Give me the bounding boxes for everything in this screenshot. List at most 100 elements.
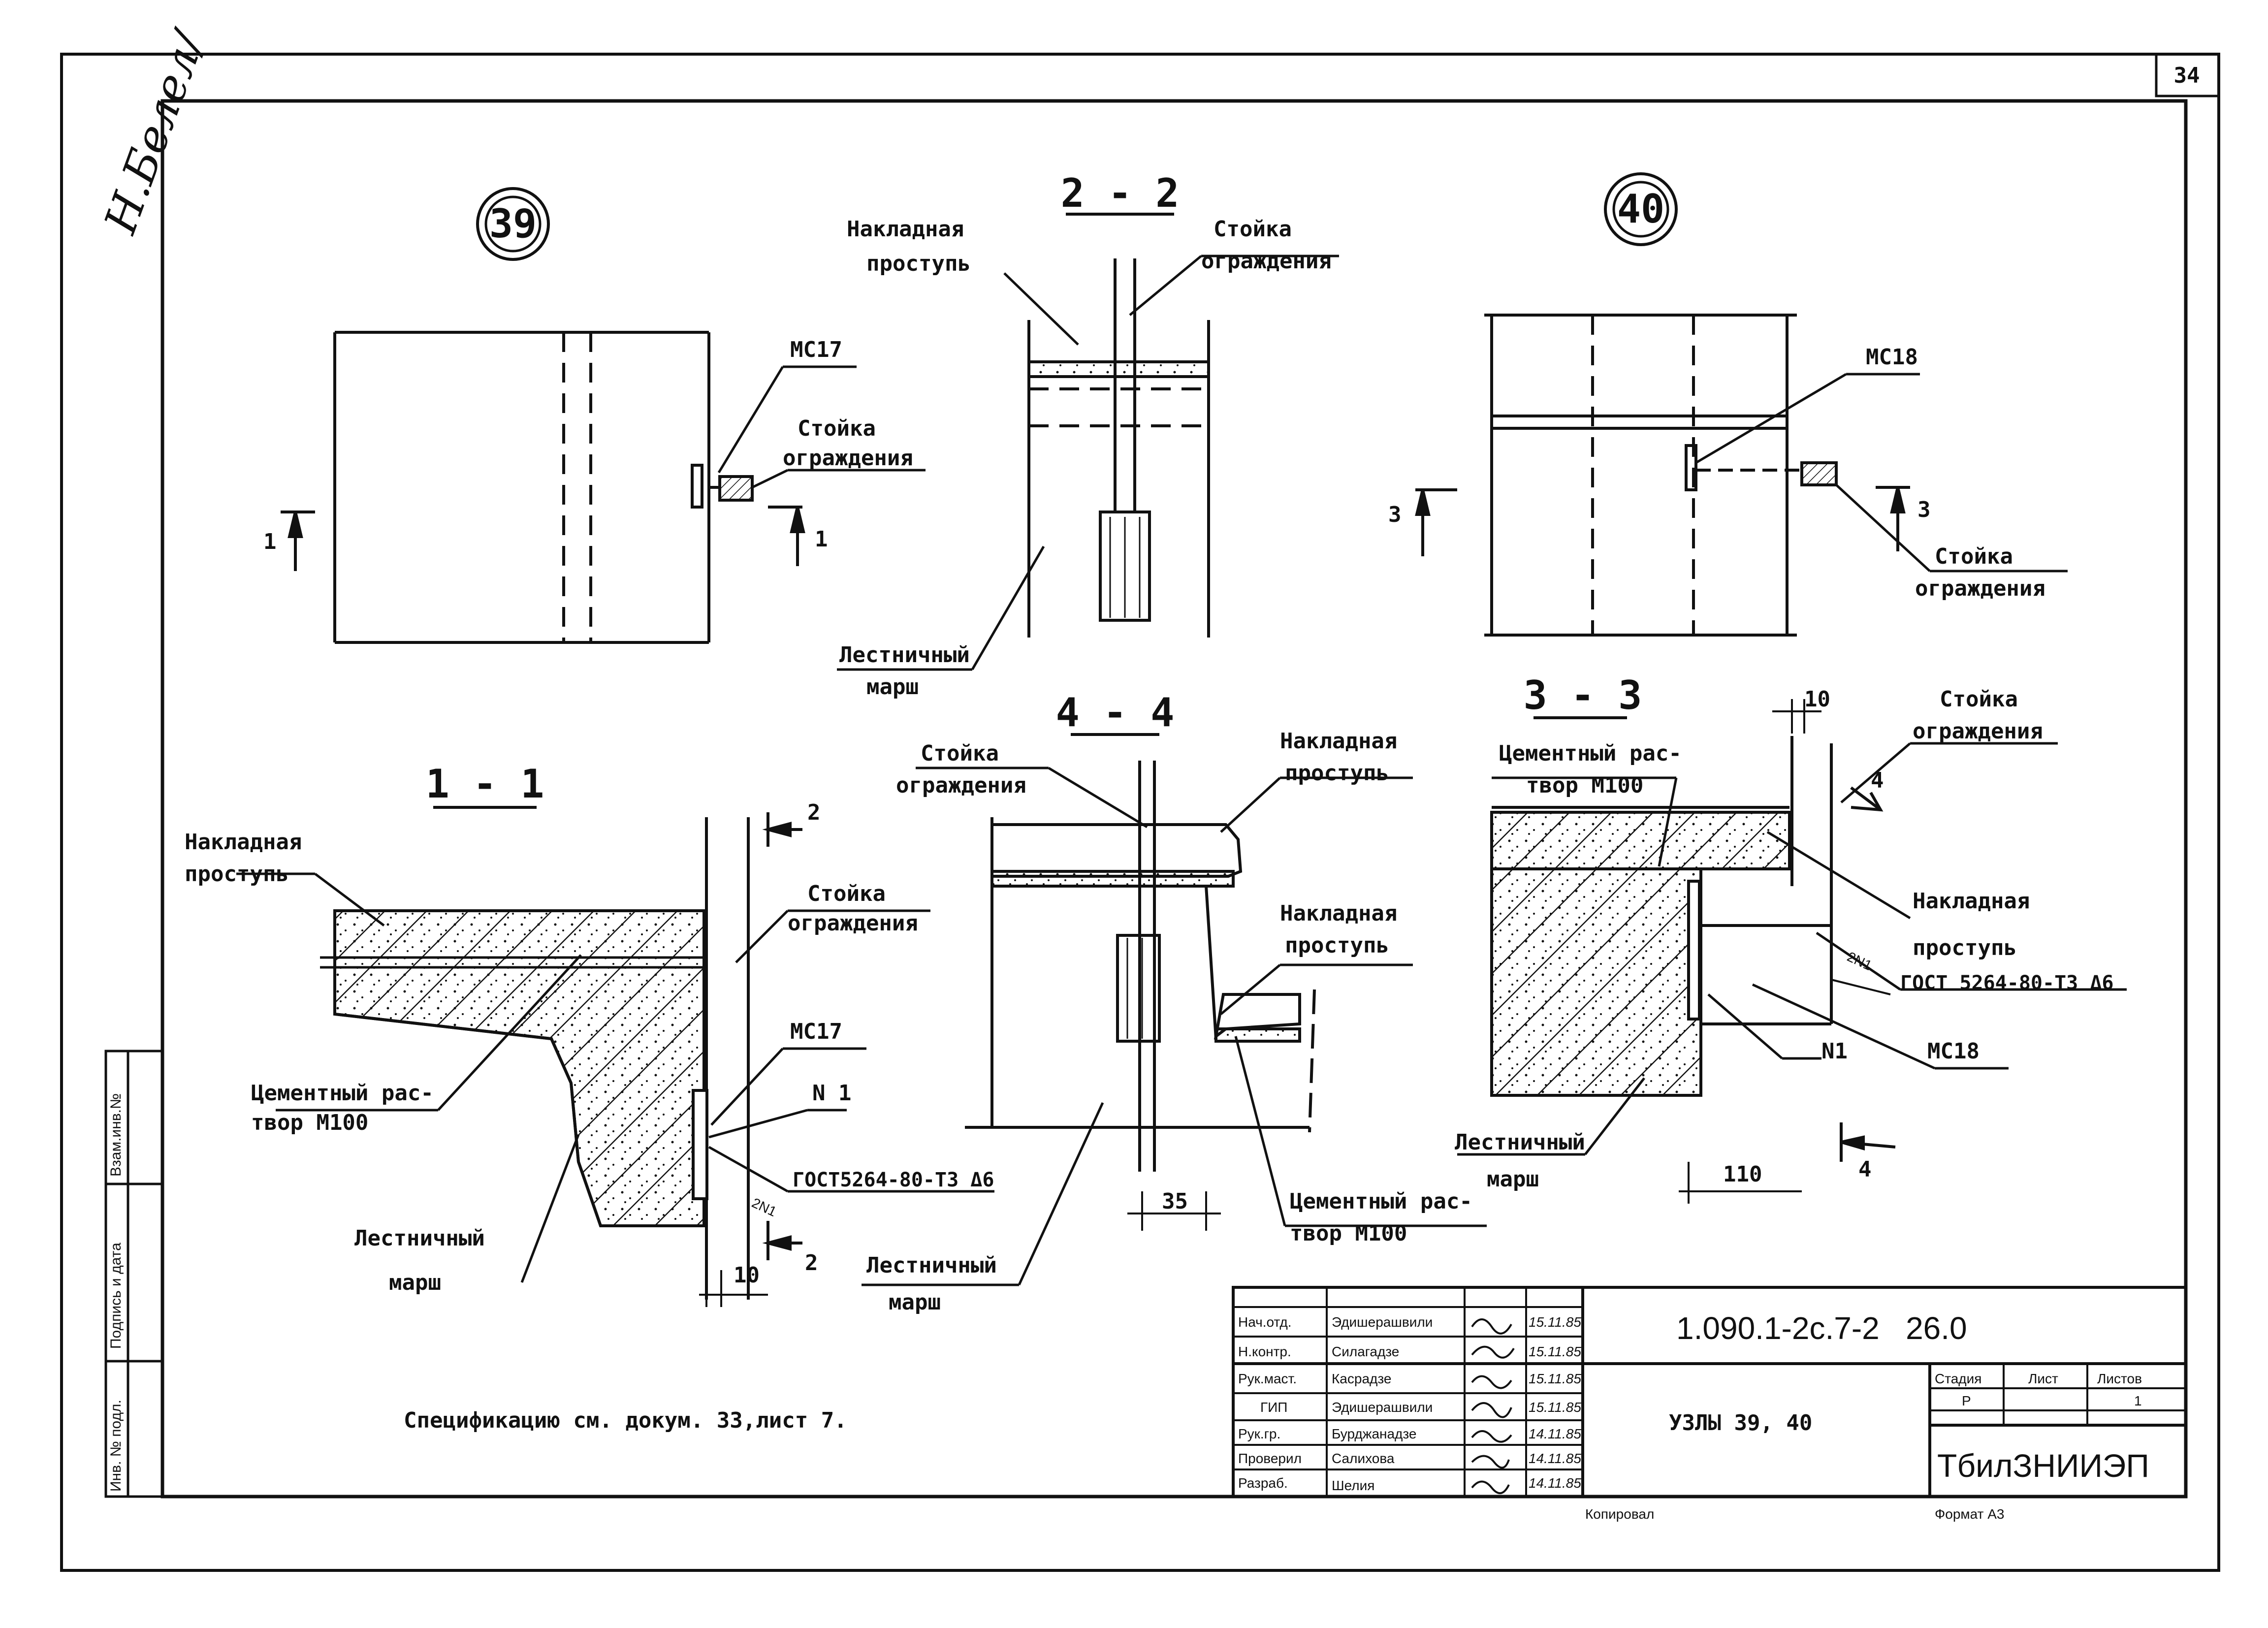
specification-note: Спецификацию см. докум. 33,лист 7. [404, 1408, 847, 1433]
tb-organization: ТбилЗНИИЭП [1937, 1447, 2149, 1484]
tb-name-5: Бурджанадзе [1332, 1426, 1416, 1441]
node-40-number: 40 [1617, 186, 1664, 232]
tb-sheets-label: Листов [2097, 1371, 2142, 1386]
tb-drawing-title: УЗЛЫ 39, 40 [1669, 1410, 1812, 1436]
label-nakl-11-2: проступь [185, 862, 289, 887]
side-stamp-vzam: Взам.инв.№ [108, 1093, 124, 1177]
page-number: 34 [2174, 63, 2200, 88]
cut-mark-4-bottom [1840, 1122, 1896, 1162]
sheet-frame [60, 53, 2220, 1572]
label-gost-33: ГОСТ 5264-80-Т3 Δ6 [1900, 972, 2113, 994]
tb-sheet-label: Лист [2028, 1371, 2058, 1386]
tb-stage-label: Стадия [1935, 1371, 1981, 1386]
tb-name-4: Эдишерашвили [1332, 1400, 1433, 1415]
side-stamp [104, 1050, 164, 1498]
tb-role-6: Проверил [1238, 1451, 1302, 1466]
label-nakl-44b-2: проступь [1285, 933, 1389, 958]
cut-1-right: 1 [815, 527, 828, 552]
label-lest-22-2: марш [866, 674, 919, 700]
label-nakl-33-2: проступь [1913, 935, 2017, 960]
label-cem-44-2: твор М100 [1290, 1221, 1407, 1246]
cut-mark-3-right [1876, 486, 1910, 551]
side-stamp-inv: Инв. № подл. [108, 1400, 124, 1492]
cut-2-bottom: 2 [805, 1250, 818, 1276]
node-40-plan [1484, 314, 2068, 637]
label-stoika-plan40-2: ограждения [1915, 576, 2045, 601]
label-cem-33-1: Цементный рас- [1499, 741, 1682, 766]
tb-role-1: Нач.отд. [1238, 1314, 1292, 1330]
label-cem-44-1: Цементный рас- [1290, 1189, 1472, 1214]
tb-name-6: Салихова [1332, 1451, 1395, 1466]
cut-mark-4-top [1850, 786, 1884, 812]
tb-role-4: ГИП [1260, 1400, 1287, 1415]
section-3-3-drawing [1457, 699, 2127, 1204]
section-4-4-drawing [862, 761, 1487, 1286]
cut-2-top: 2 [807, 800, 821, 825]
tb-name-1: Эдишерашвили [1332, 1314, 1433, 1330]
label-stoika-11-1: Стойка [807, 881, 886, 906]
label-nakl-33-1: Накладная [1913, 889, 2030, 914]
side-stamp-sign: Подпись и дата [108, 1243, 124, 1349]
label-lest-33-1: Лестничный [1455, 1130, 1585, 1155]
label-stoika-plan39-1: Стойка [798, 416, 876, 441]
tb-role-7: Разраб. [1238, 1475, 1288, 1491]
cut-mark-2-bottom [762, 1221, 802, 1260]
tb-stage: Р [1962, 1393, 1971, 1408]
label-stoika-plan39-2: ограждения [783, 446, 913, 471]
cut-mark-3-left [1415, 488, 1457, 556]
label-mc17-plan: МС17 [790, 337, 842, 362]
dim-10-section-11: 10 [734, 1263, 760, 1288]
node-39-plan [333, 331, 926, 644]
title-block [1232, 1286, 2187, 1498]
label-stoika-44-2: ограждения [896, 773, 1026, 798]
tb-date-5: 14.11.85 [1529, 1426, 1581, 1441]
section-2-2-drawing [837, 255, 1339, 671]
label-lest-33-2: марш [1487, 1167, 1539, 1192]
label-lest-22-1: Лестничный [839, 642, 970, 668]
label-lest-44-2: марш [889, 1290, 941, 1315]
cut-1-left: 1 [263, 529, 277, 554]
tb-date-2: 15.11.85 [1529, 1344, 1581, 1359]
cut-mark-1-right [768, 506, 805, 566]
label-stoika-33-2: ограждения [1913, 719, 2043, 744]
node-39-marker: 39 [476, 187, 550, 261]
label-stoika-44-1: Стойка [921, 741, 999, 766]
tb-sheets-total: 1 [2134, 1393, 2142, 1408]
label-gost-11: ГОСТ5264-80-Т3 Δ6 [793, 1169, 994, 1191]
tb-date-7: 14.11.85 [1529, 1475, 1581, 1491]
cut-4-top: 4 [1871, 768, 1884, 793]
tb-format: Формат А3 [1935, 1506, 2005, 1522]
label-nakl-22-1: Накладная [847, 217, 964, 242]
tb-copied: Копировал [1585, 1506, 1654, 1522]
tb-doc-code: 1.090.1-2с.7-2 26.0 [1676, 1310, 1967, 1346]
label-nakl-44a-2: проступь [1285, 761, 1389, 786]
node-39-number: 39 [489, 201, 537, 247]
label-lest-11-2: марш [389, 1270, 441, 1295]
cut-3-left: 3 [1388, 502, 1402, 527]
cut-4-bottom: 4 [1858, 1157, 1872, 1182]
tb-name-7: Шелия [1332, 1478, 1374, 1493]
label-cem-33-2: твор М100 [1526, 773, 1643, 798]
tb-role-3: Рук.маст. [1238, 1371, 1297, 1386]
label-stoika-22-2: ограждения [1201, 249, 1332, 274]
label-stoika-11-2: ограждения [788, 911, 918, 936]
dim-10-section-33: 10 [1804, 687, 1830, 712]
label-n1-11: N 1 [812, 1081, 851, 1106]
dim-35-section-44: 35 [1162, 1189, 1188, 1214]
section-1-1-drawing [236, 817, 994, 1307]
section-3-3-title: 3 - 3 [1524, 672, 1642, 718]
label-stoika-plan40-1: Стойка [1935, 544, 2013, 569]
label-nakl-44b-1: Накладная [1280, 901, 1397, 926]
section-2-2-title: 2 - 2 [1061, 170, 1180, 216]
tb-name-2: Силагадзе [1332, 1344, 1399, 1359]
tb-date-3: 15.11.85 [1529, 1371, 1581, 1386]
tb-name-3: Касрадзе [1332, 1371, 1391, 1386]
label-n1-33: N1 [1821, 1039, 1848, 1064]
label-lest-44-1: Лестничный [866, 1253, 997, 1278]
tb-signatures [1471, 1318, 1515, 1494]
dim-110-section-33: 110 [1723, 1162, 1762, 1187]
label-mc18-plan: МС18 [1866, 345, 1918, 370]
tb-role-5: Рук.гр. [1238, 1426, 1280, 1441]
label-weld-11: 2N1 [749, 1195, 779, 1219]
cut-mark-1-left [281, 511, 315, 571]
